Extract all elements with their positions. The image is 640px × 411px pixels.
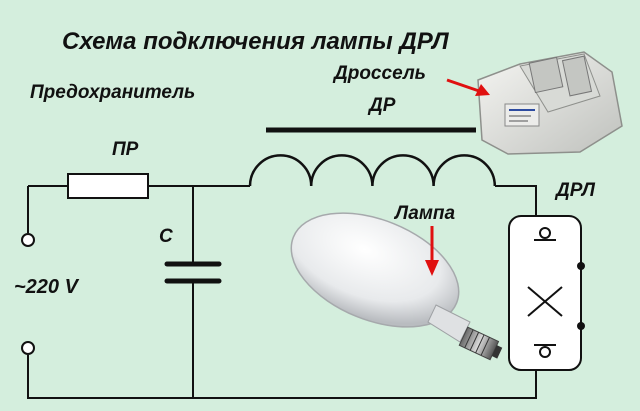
wire-coil-to-lamp: [495, 185, 537, 216]
fuse-caption: Предохранитель: [30, 82, 196, 103]
fuse-ref-label: ПР: [112, 139, 139, 160]
choke-arrow: [446, 78, 490, 96]
choke-device-icon: [477, 51, 623, 155]
lamp-ref-label: ДРЛ: [556, 180, 595, 201]
capacitor-symbol: [164, 261, 222, 284]
capacitor-ref-label: С: [159, 226, 173, 247]
diagram-title: Схема подключения лампы ДРЛ: [62, 28, 449, 55]
lamp-arrow: [425, 226, 439, 276]
lamp-caption: Лампа: [395, 203, 456, 224]
terminal-bottom: [21, 341, 35, 355]
lamp-bulb-icon: [290, 212, 503, 361]
voltage-label: ~220 V: [14, 276, 78, 298]
choke-coil: [248, 154, 497, 187]
drl-lamp-symbol: [508, 215, 585, 371]
terminal-top: [21, 233, 35, 247]
choke-ref-label: ДР: [369, 95, 396, 116]
wire-left-bottom: [27, 355, 537, 399]
choke-caption: Дроссель: [334, 63, 426, 84]
fuse-symbol: [67, 173, 149, 199]
